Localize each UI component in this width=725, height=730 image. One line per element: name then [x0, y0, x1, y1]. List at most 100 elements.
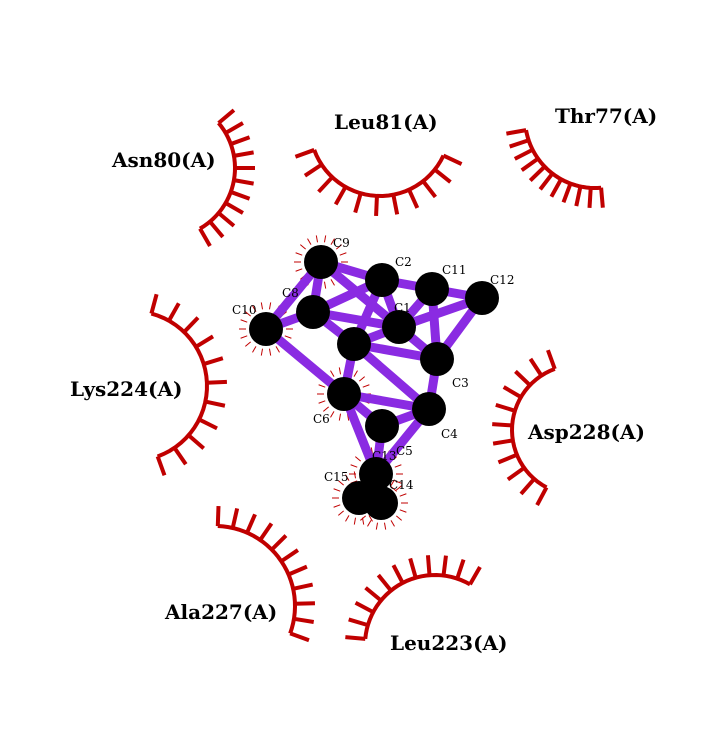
contact-spike: [338, 367, 342, 375]
arc-spoke: [561, 182, 573, 204]
arc-spoke: [208, 220, 225, 239]
arc-spoke: [204, 399, 226, 408]
atom-C7: [337, 327, 371, 361]
residue-arc-leu81: [294, 148, 463, 217]
contact-spike: [268, 348, 272, 356]
arc-curve: [363, 573, 471, 640]
arc-spoke: [167, 302, 181, 322]
contact-spike: [260, 302, 264, 310]
arc-spoke: [233, 150, 254, 158]
arc-spoke: [391, 564, 405, 584]
arc-spoke: [520, 157, 540, 172]
contact-spike: [260, 348, 264, 356]
atom-C11: [415, 272, 449, 306]
contact-spike: [390, 486, 398, 492]
atom-C6: [327, 377, 361, 411]
arc-spoke: [194, 334, 215, 349]
contact-spike: [353, 370, 358, 377]
atom-C5: [365, 409, 399, 443]
residue-label-thr77: Thr77(A): [555, 104, 657, 128]
arc-spoke: [492, 438, 514, 446]
atom-label-C4: C4: [441, 427, 458, 441]
atom-label-C9: C9: [333, 236, 350, 250]
contact-spike: [284, 335, 292, 339]
arc-spoke: [364, 586, 383, 603]
arc-spoke: [492, 422, 513, 428]
contact-spike: [390, 479, 395, 486]
residue-arc-asn80: [198, 108, 255, 247]
arc-spoke: [198, 227, 212, 247]
contact-spike: [240, 335, 248, 339]
arc-spoke: [538, 172, 554, 191]
arc-spoke: [345, 635, 366, 641]
residue-label-ala227: Ala227(A): [164, 600, 277, 624]
contact-spike: [318, 384, 326, 388]
residue-label-asn80: Asn80(A): [111, 148, 216, 172]
arc-spoke: [215, 505, 221, 527]
contact-spike: [354, 456, 362, 462]
ligand-atoms: [249, 245, 499, 520]
arc-spoke: [528, 165, 547, 182]
residue-arc-ala227: [215, 505, 316, 643]
contact-spike: [330, 279, 335, 286]
contact-spike: [268, 302, 272, 310]
arc-spoke: [217, 211, 236, 228]
residue-label-asp228: Asp228(A): [527, 420, 645, 444]
arc-spoke: [408, 557, 418, 579]
atom-label-C14: C14: [389, 478, 414, 492]
arc-spoke: [155, 455, 167, 476]
atom-C9: [304, 245, 338, 279]
contact-spike: [390, 520, 395, 527]
arc-spoke: [574, 186, 583, 207]
contact-spike: [395, 485, 403, 491]
arc-spoke: [506, 466, 526, 482]
arc-spoke: [294, 601, 316, 606]
arc-spoke: [287, 564, 308, 577]
arc-spoke: [513, 147, 534, 161]
arc-spoke: [303, 162, 323, 178]
arc-spoke: [280, 548, 300, 563]
arc-spoke: [442, 153, 463, 166]
arc-spoke: [376, 573, 393, 592]
arc-curve: [312, 149, 446, 198]
arc-spoke: [535, 486, 549, 506]
contact-spike: [345, 515, 350, 522]
residue-label-lys224: Lys224(A): [70, 377, 182, 401]
residue-arc-lys224: [149, 293, 227, 476]
contact-spike: [315, 235, 319, 243]
contact-spike: [275, 346, 280, 353]
contact-spike: [399, 493, 407, 497]
atom-label-C15: C15: [324, 470, 348, 484]
atom-label-C12: C12: [490, 273, 514, 287]
atom-C15: [342, 481, 376, 515]
arc-spoke: [348, 617, 369, 628]
arc-spoke: [224, 121, 244, 135]
contact-spike: [252, 346, 257, 353]
arc-spoke: [230, 190, 251, 201]
arc-spoke: [187, 433, 206, 450]
arc-spoke: [206, 379, 227, 385]
arc-spoke: [455, 559, 466, 580]
arc-spoke: [549, 178, 563, 198]
atom-label-C2: C2: [395, 255, 412, 269]
arc-spoke: [506, 128, 527, 136]
contact-spike: [339, 252, 347, 256]
atom-C12: [465, 281, 499, 315]
contact-spike: [337, 510, 345, 516]
atom-C13: [359, 457, 393, 491]
arc-spoke: [172, 446, 188, 466]
arc-spoke: [224, 201, 244, 215]
arc-spoke: [217, 108, 236, 125]
contact-spike: [252, 305, 257, 312]
arc-spoke: [294, 148, 315, 159]
contact-spike: [383, 522, 387, 530]
contact-spike: [368, 515, 373, 522]
contact-spike: [338, 413, 342, 421]
contact-spike: [295, 252, 303, 256]
contact-spike: [394, 464, 402, 468]
atom-label-C8: C8: [282, 286, 299, 300]
arc-spoke: [293, 616, 315, 624]
contact-spike: [337, 480, 345, 486]
arc-spoke: [421, 179, 437, 199]
